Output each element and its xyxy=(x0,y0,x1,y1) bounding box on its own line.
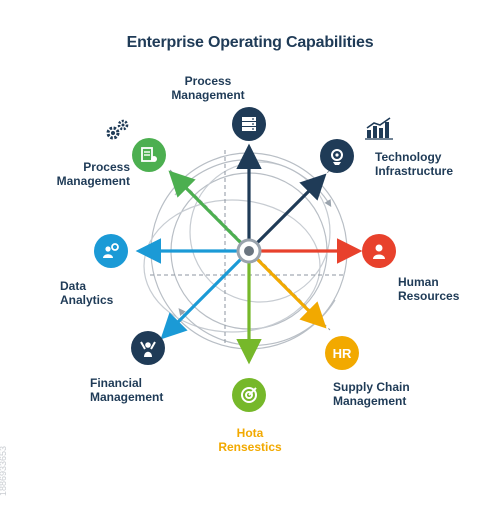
label-process-management-top: Process Management xyxy=(171,74,245,102)
label-supply-chain-management: Supply Chain Management xyxy=(333,380,410,408)
person-icon xyxy=(373,244,385,259)
node-supply-chain-management[interactable]: HR xyxy=(325,336,359,370)
arrow-top-right xyxy=(255,173,327,245)
people-gear-icon xyxy=(103,243,119,258)
label-hota-rensestics: Hota Rensestics xyxy=(218,426,282,454)
node-process-management-top[interactable] xyxy=(232,107,266,141)
node-data-analytics[interactable] xyxy=(94,234,128,268)
node-hota-rensestics[interactable] xyxy=(232,378,266,412)
diagram-title: Enterprise Operating Capabilities xyxy=(126,34,374,51)
hr-badge-icon: HR xyxy=(332,345,352,361)
gears-icon xyxy=(106,119,129,140)
label-data-analytics: Data Analytics xyxy=(60,279,114,307)
watermark-id: 1886933653 xyxy=(0,445,8,496)
label-human-resources: Human Resources xyxy=(398,275,460,303)
spoke-arrows xyxy=(135,143,363,365)
center-hub xyxy=(236,238,262,264)
arrow-bottom-left xyxy=(160,257,243,340)
node-process-management-left[interactable] xyxy=(132,138,166,172)
node-technology-infrastructure[interactable] xyxy=(320,139,354,173)
arrow-top-left xyxy=(168,170,243,245)
document-gear-icon xyxy=(141,147,157,162)
server-icon xyxy=(242,117,256,131)
label-process-management-left: Process Management xyxy=(56,160,130,188)
label-technology-infrastructure: Technology Infrastructure xyxy=(375,150,454,178)
node-financial-management[interactable] xyxy=(131,331,165,365)
gear-head-icon xyxy=(331,149,343,165)
target-icon xyxy=(241,387,257,403)
hands-up-person-icon xyxy=(140,341,156,357)
arrow-bottom-right xyxy=(255,257,327,329)
label-financial-management: Financial Management xyxy=(90,376,164,404)
bar-chart-growth-icon xyxy=(365,117,393,140)
node-human-resources[interactable] xyxy=(362,234,396,268)
